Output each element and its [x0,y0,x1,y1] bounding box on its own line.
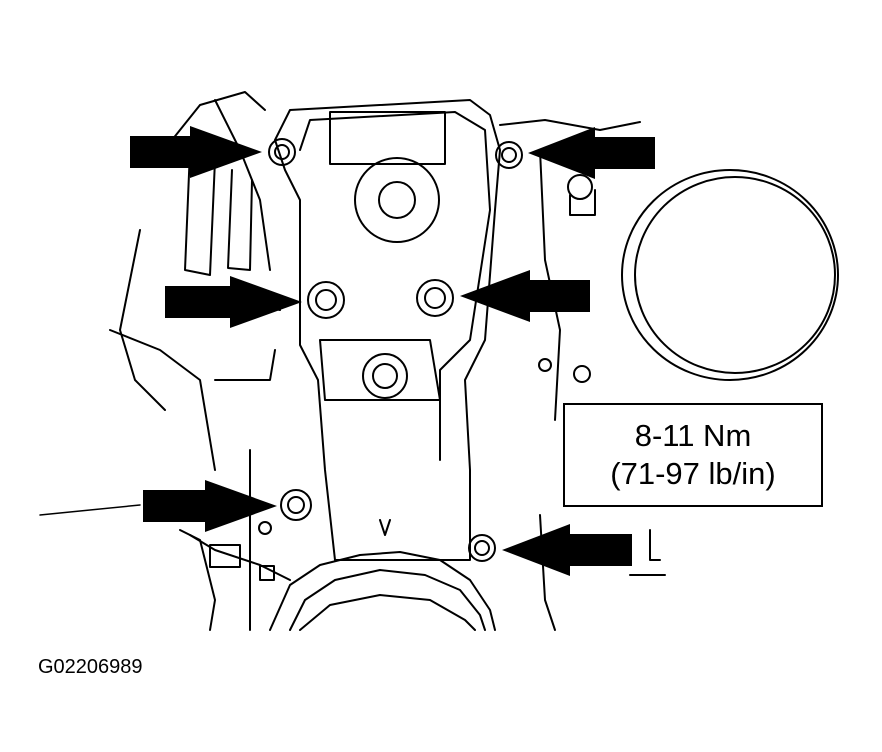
bolt-mid-left [307,281,345,319]
bolt-lower-left [280,489,312,521]
engine-background-right [499,119,666,631]
torque-metric: 8-11 Nm [634,418,752,453]
sensor-connector [189,534,291,581]
bolt-top-right [495,141,523,169]
engine-background-left [39,91,281,631]
pulley [621,169,839,381]
bolt-mid-right [416,279,454,317]
arrow-top-right [528,127,655,179]
bolt-top-left [268,138,296,166]
figure-id: G02206989 [38,656,143,678]
arrow-top-left [130,126,262,178]
sprocket [269,551,496,631]
bolt-lower-right [468,534,496,562]
bolts [258,138,523,562]
torque-imperial: (71-97 lb/in) [610,456,776,491]
arrow-mid-right [460,270,590,322]
torque-spec-callout: 8-11 Nm (71-97 lb/in) [563,403,823,507]
timing-cover [274,99,501,561]
callout-arrows [130,126,655,576]
arrow-mid-left [165,276,302,328]
arrow-lower-left [143,480,277,532]
arrow-lower-right [502,524,632,576]
